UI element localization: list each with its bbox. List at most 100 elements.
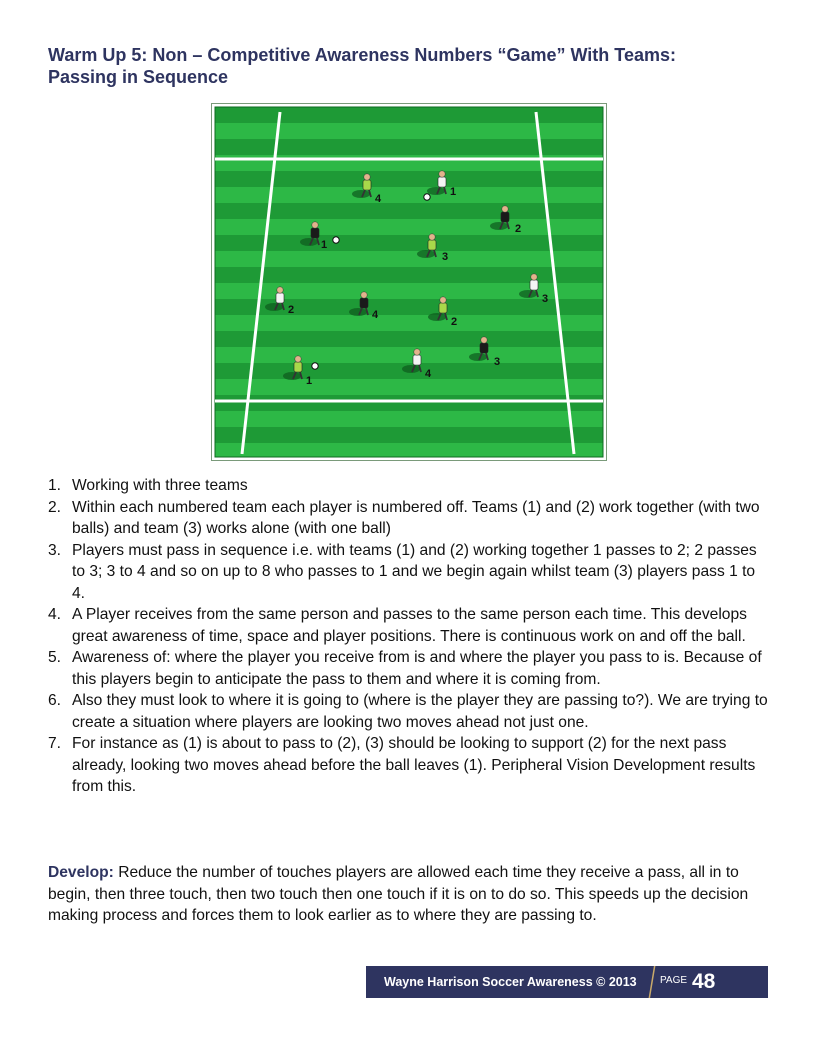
player-number: 3 xyxy=(442,251,448,263)
grass-stripe xyxy=(215,219,603,235)
player-green-2: 2 xyxy=(428,296,457,328)
field-border xyxy=(214,106,604,458)
player-black-1: 1 xyxy=(300,221,327,251)
player-body xyxy=(427,239,437,251)
player-number: 4 xyxy=(375,193,382,205)
grass-stripe xyxy=(215,443,603,457)
page-number: 48 xyxy=(692,970,716,993)
right-line xyxy=(534,111,576,455)
player-shadow xyxy=(402,365,420,373)
player-legs xyxy=(361,189,372,198)
grass-stripe xyxy=(215,251,603,267)
player-body xyxy=(310,227,320,239)
list-number: 7. xyxy=(48,735,62,752)
ball xyxy=(423,193,431,201)
player-shadow xyxy=(352,190,370,198)
player-legs xyxy=(292,371,303,380)
footer-credit: Wayne Harrison Soccer Awareness © 2013 xyxy=(384,975,637,989)
player-head xyxy=(480,336,488,344)
list-text: Awareness of: where the player you recei… xyxy=(72,649,762,688)
grass-stripe xyxy=(215,315,603,331)
player-number: 2 xyxy=(451,316,457,328)
player-shadow xyxy=(417,250,435,258)
list-number: 3. xyxy=(48,541,62,559)
player-black-2: 2 xyxy=(490,205,521,235)
grass-stripe xyxy=(215,283,603,299)
list-text: Also they must look to where it is going… xyxy=(72,692,768,731)
player-number: 1 xyxy=(450,186,456,198)
player-white-1: 1 xyxy=(427,170,456,198)
player-head xyxy=(428,233,436,241)
player-head xyxy=(530,273,538,281)
list-text: A Player receives from the same person a… xyxy=(72,606,747,645)
list-number: 2. xyxy=(48,498,62,516)
list-item: 7. For instance as (1) is about to pass t… xyxy=(48,733,772,798)
grass-stripe xyxy=(215,411,603,427)
footer-bar-shape xyxy=(366,966,768,998)
player-body xyxy=(293,361,303,373)
player-head xyxy=(276,286,284,294)
player-head xyxy=(294,355,302,363)
develop-text: Reduce the number of touches players are… xyxy=(48,864,749,924)
player-shadow xyxy=(427,187,445,195)
player-body xyxy=(438,302,448,314)
list-text: For instance as (1) is about to pass to … xyxy=(72,735,756,795)
player-white-4: 4 xyxy=(402,348,432,380)
player-body xyxy=(362,179,372,191)
player-legs xyxy=(436,186,447,195)
grass-stripe xyxy=(215,107,603,123)
player-shadow xyxy=(519,290,537,298)
grass-stripe xyxy=(215,139,603,155)
player-shadow xyxy=(300,238,318,246)
grass-stripe xyxy=(215,379,603,395)
grass-stripe xyxy=(215,395,603,411)
left-line xyxy=(240,111,282,455)
player-body xyxy=(437,176,447,188)
title-line-1: Warm Up 5: Non – Competitive Awareness N… xyxy=(48,45,676,65)
player-head xyxy=(438,170,446,178)
player-legs xyxy=(499,221,510,230)
list-item: 1.Working with three teams xyxy=(48,475,772,497)
grass-stripe xyxy=(215,331,603,347)
list-item: 2.Within each numbered team each player … xyxy=(48,497,772,540)
develop-label: Develop: xyxy=(48,864,114,881)
player-head xyxy=(311,221,319,229)
grass-stripe xyxy=(215,299,603,315)
ball xyxy=(311,362,319,370)
player-body xyxy=(479,342,489,354)
grass-stripe xyxy=(215,235,603,251)
grass-stripe xyxy=(215,267,603,283)
player-shadow xyxy=(349,308,367,316)
page-title: Warm Up 5: Non – Competitive Awareness N… xyxy=(48,44,768,88)
player-shadow xyxy=(469,353,487,361)
player-head xyxy=(360,291,368,299)
player-number: 2 xyxy=(288,304,294,316)
player-head xyxy=(501,205,509,213)
balls xyxy=(311,193,431,370)
player-green-4: 4 xyxy=(352,173,382,205)
player-number: 3 xyxy=(494,356,500,368)
player-green-3: 3 xyxy=(417,233,448,263)
grass-stripe xyxy=(215,427,603,443)
player-number: 4 xyxy=(425,368,432,380)
player-body xyxy=(412,354,422,366)
player-number: 2 xyxy=(515,223,521,235)
player-white-3: 3 xyxy=(519,273,548,305)
player-number: 1 xyxy=(321,239,327,251)
player-black-3: 3 xyxy=(469,336,500,368)
list-number: 4. xyxy=(48,606,62,623)
player-shadow xyxy=(265,303,283,311)
instruction-list: 1.Working with three teams 2.Within each… xyxy=(48,475,772,798)
grass-stripe xyxy=(215,347,603,363)
ball xyxy=(332,236,340,244)
footer-bar xyxy=(366,966,768,998)
player-legs xyxy=(358,307,369,316)
title-line-2: Passing in Sequence xyxy=(48,67,229,87)
player-shadow xyxy=(490,222,508,230)
footer-divider xyxy=(648,966,656,998)
list-number: 1. xyxy=(48,477,62,494)
player-legs xyxy=(528,289,539,298)
